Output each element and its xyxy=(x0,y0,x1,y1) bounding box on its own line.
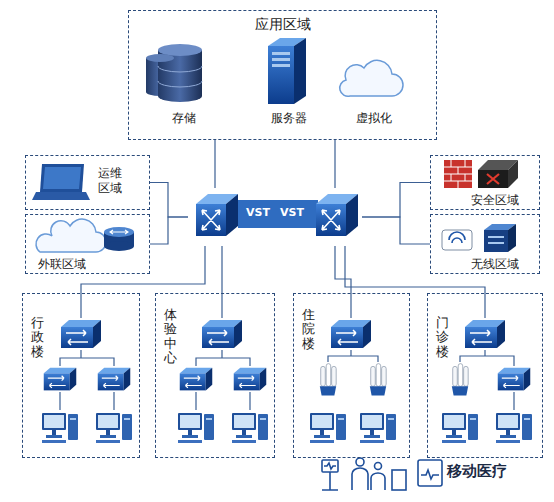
zone-label: 应用区域 xyxy=(129,16,436,33)
building-name: 门诊楼 xyxy=(436,316,449,359)
zone-box: 无线区域 xyxy=(430,214,540,274)
wireless-devices-icon xyxy=(442,224,516,252)
building-box: 门诊楼 xyxy=(427,293,543,458)
zone-label: 安全区域 xyxy=(471,193,519,207)
icon-label-node: 虚拟化 xyxy=(341,41,407,129)
zone-box: 外联区域 xyxy=(25,214,150,274)
building-box: 行政楼 xyxy=(22,293,140,458)
external-cloud-icon xyxy=(36,219,134,252)
core-switch-icon xyxy=(316,194,358,236)
network-link xyxy=(362,183,430,218)
zone-label: 服务器 xyxy=(256,111,322,125)
building-name: 体验中心 xyxy=(164,308,177,365)
firewall-icon xyxy=(444,160,518,188)
icon-label-node: 服务器 xyxy=(256,41,322,129)
building-name: 住院楼 xyxy=(302,308,315,351)
zone-box: 安全区域 xyxy=(430,155,540,210)
cloud-icon xyxy=(340,60,403,96)
medical-icons xyxy=(322,458,442,490)
core-switch-stack: VST VST xyxy=(188,188,362,246)
network-link xyxy=(150,183,188,218)
network-link xyxy=(362,217,430,244)
network-link xyxy=(335,246,351,293)
building-box: 住院楼 xyxy=(293,293,410,458)
network-link xyxy=(150,217,188,244)
zone-box: 运维区域 xyxy=(25,155,150,210)
zone-label: 虚拟化 xyxy=(341,111,407,125)
laptop-icon xyxy=(32,164,90,200)
network-link xyxy=(221,246,222,293)
icon-label-node: 存储 xyxy=(151,41,217,129)
stack-link xyxy=(238,200,318,228)
network-link xyxy=(81,246,205,293)
building-name: 行政楼 xyxy=(31,316,44,359)
core-switch-icon xyxy=(196,194,238,236)
caption-label: 移动医疗 xyxy=(447,462,507,481)
storage-icon xyxy=(146,44,202,102)
stack-label: VST xyxy=(280,206,304,219)
network-link xyxy=(214,140,215,188)
building-wires xyxy=(60,293,514,410)
zone-label: 外联区域 xyxy=(38,257,86,271)
network-link xyxy=(334,140,335,188)
building-devices xyxy=(42,320,532,443)
zone-box: 应用区域存储 服务器 虚拟化 xyxy=(128,10,437,140)
stack-label: VST xyxy=(246,206,270,219)
server-icon xyxy=(268,38,306,104)
zone-label: 无线区域 xyxy=(471,257,519,271)
network-link xyxy=(345,246,485,293)
zone-label: 运维区域 xyxy=(98,166,124,196)
zone-label: 存储 xyxy=(151,111,217,125)
building-box: 体验中心 xyxy=(155,293,275,458)
